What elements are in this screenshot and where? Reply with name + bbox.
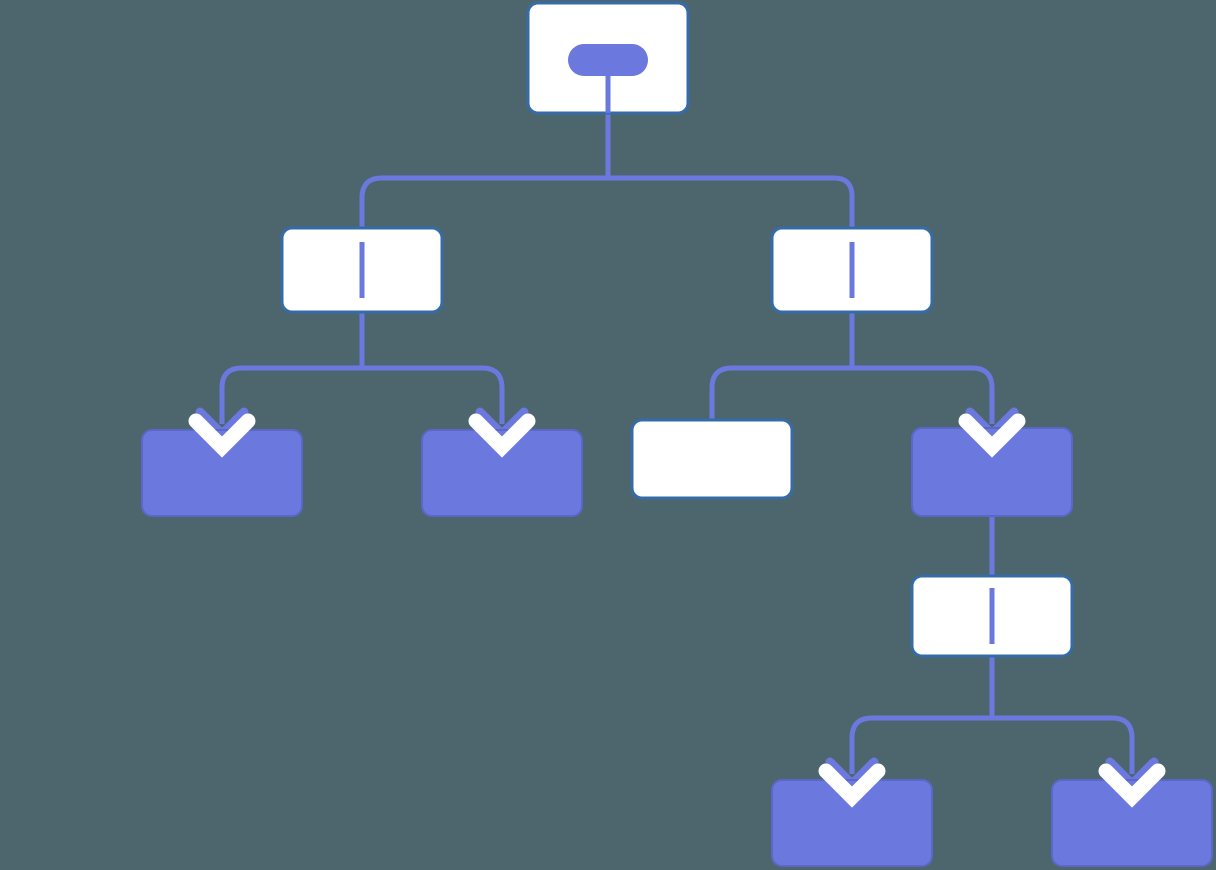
chevron-down-icon-level2-filled	[958, 413, 1026, 458]
chevron-down-icon-leaf-4	[1098, 763, 1166, 808]
edge-root-to-level1	[359, 175, 855, 312]
edge-level1-right-split	[709, 365, 995, 424]
chevron-marker-layer	[188, 413, 1166, 808]
chevron-down-icon-leaf-2	[468, 413, 536, 458]
leaf-node-2[interactable]	[421, 429, 583, 517]
root-node[interactable]	[526, 1, 690, 115]
level3-white-node[interactable]	[910, 574, 1074, 658]
leaf-node-1-card[interactable]	[141, 429, 303, 517]
chevron-down-icon-leaf-3	[818, 763, 886, 808]
chevron-down-icon-leaf-1	[188, 413, 256, 458]
node-layer	[141, 1, 1213, 867]
leaf-node-3[interactable]	[771, 779, 933, 867]
level1-left-node[interactable]	[280, 226, 444, 314]
leaf-node-2-card[interactable]	[421, 429, 583, 517]
edge-level1-left-split	[219, 365, 505, 424]
leaf-node-4[interactable]	[1051, 779, 1213, 867]
edge-layer	[219, 113, 1135, 774]
level2-white-node-card[interactable]	[630, 418, 794, 500]
level2-filled-node[interactable]	[911, 427, 1073, 517]
level2-white-node[interactable]	[630, 418, 794, 500]
level1-right-node[interactable]	[770, 226, 934, 314]
edge-level3-split	[849, 715, 1135, 774]
leaf-node-1[interactable]	[141, 429, 303, 517]
leaf-node-3-card[interactable]	[771, 779, 933, 867]
leaf-node-4-card[interactable]	[1051, 779, 1213, 867]
level2-filled-node-card[interactable]	[911, 427, 1073, 517]
